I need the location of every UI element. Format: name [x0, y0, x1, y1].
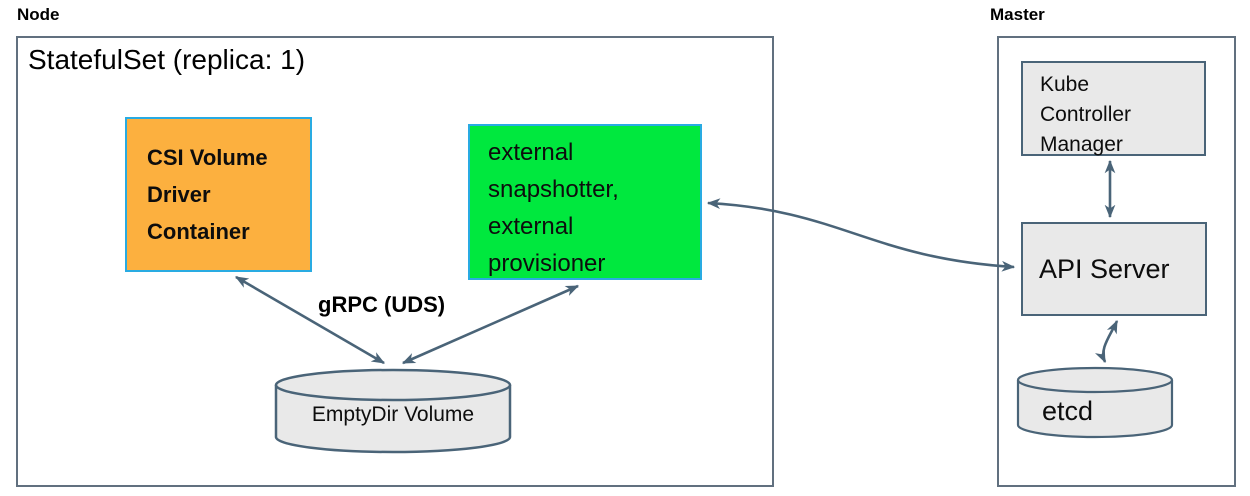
emptydir-volume-cylinder	[274, 368, 512, 454]
kube-controller-manager-box: Kube Controller Manager	[1021, 61, 1206, 156]
external-box-line: external	[488, 213, 574, 240]
node-label: Node	[17, 5, 60, 24]
api-server-box: API Server	[1021, 222, 1207, 316]
emptydir-volume-label: EmptyDir Volume	[311, 403, 475, 426]
kcm-box-line: Manager	[1040, 133, 1123, 156]
csi-box-line: CSI Volume	[147, 145, 268, 170]
external-box-line: provisioner	[488, 250, 606, 277]
etcd-label: etcd	[1042, 396, 1094, 426]
etcd-cylinder	[1016, 366, 1174, 439]
external-emptydir-arrow	[401, 284, 580, 365]
apiserver-etcd-arrow	[1095, 319, 1119, 364]
csi-emptydir-arrow	[234, 275, 386, 365]
api-server-label: API Server	[1039, 253, 1170, 284]
kcm-box-line: Kube	[1040, 73, 1090, 96]
external-box-line: snapshotter,	[488, 176, 619, 203]
external-sidecars-box: external snapshotter, external provision…	[468, 124, 702, 280]
csi-box-line: Driver	[147, 182, 211, 207]
statefulset-title: StatefulSet (replica: 1)	[28, 44, 306, 75]
csi-volume-driver-container-box: CSI Volume Driver Container	[125, 117, 312, 272]
external-box-line: external	[488, 139, 574, 166]
grpc-uds-label: gRPC (UDS)	[318, 292, 446, 317]
csi-box-line: Container	[147, 219, 250, 244]
master-label: Master	[990, 5, 1045, 24]
external-apiserver-arrow	[706, 198, 1016, 272]
kcm-box-line: Controller	[1040, 103, 1132, 126]
